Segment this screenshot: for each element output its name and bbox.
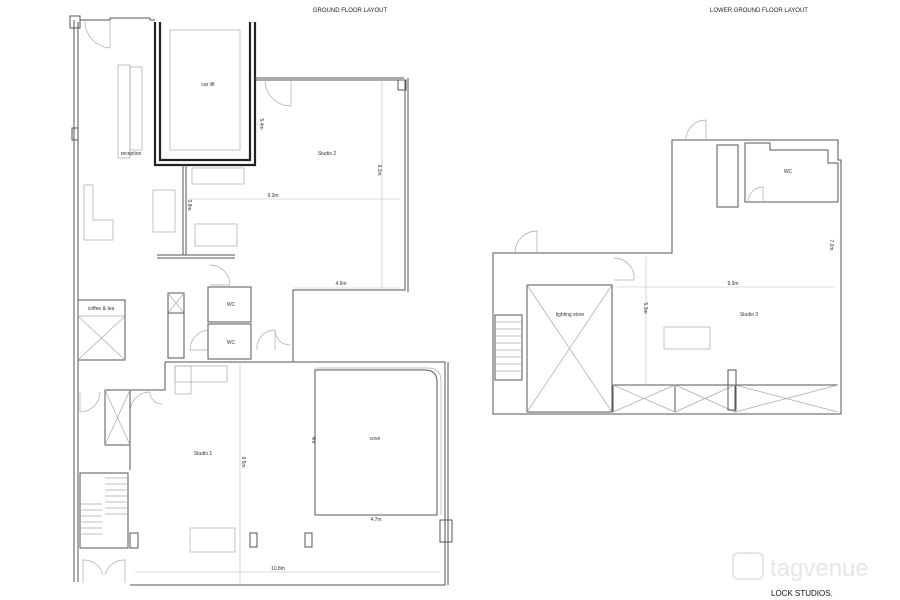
tagvenue-logo-icon <box>732 552 764 580</box>
lower-bays <box>612 384 838 412</box>
lounge-partition <box>157 165 235 259</box>
dim-cove-height: 4m <box>310 437 316 444</box>
coffee-tea-label: coffee & tea <box>88 306 115 312</box>
outer-wall-left <box>73 20 79 582</box>
door <box>613 257 635 281</box>
car-lift-shaft <box>153 22 257 167</box>
double-door <box>82 559 126 583</box>
wc-label: WC <box>227 302 236 308</box>
dim-studio1-width: 10.8m <box>271 566 285 572</box>
sofa <box>174 365 228 383</box>
reception-counter <box>129 66 143 151</box>
studio2-door <box>264 79 292 107</box>
cove-label: cove <box>370 436 381 442</box>
top-wall <box>80 17 155 21</box>
column <box>129 532 139 549</box>
wc-door <box>747 186 764 203</box>
lift-shaft <box>104 389 131 446</box>
reception-label: reception <box>121 151 142 157</box>
door <box>514 119 707 254</box>
lift-shaft-cross <box>104 389 131 446</box>
studio1-walls <box>129 361 449 586</box>
lower-ground-floor-plan: WC lighting store 9.3m 5.3m 7.2m Studio … <box>492 119 842 415</box>
reception-desk <box>117 64 131 159</box>
lighting-store-cross <box>526 284 613 413</box>
lower-wc-room <box>744 142 839 203</box>
column <box>69 15 81 29</box>
wc-room <box>207 323 252 360</box>
tagvenue-watermark: tagvenue <box>770 555 869 582</box>
dim-cove-width: 4.7m <box>370 517 381 523</box>
column <box>304 532 313 548</box>
storage-column <box>167 312 185 359</box>
dim-studio2-height: 9.1m <box>376 164 382 175</box>
dining-table <box>152 189 176 233</box>
dim-studio2-bottom: 4.6m <box>335 281 346 287</box>
sofa <box>191 167 245 185</box>
car-lift-platform <box>169 29 241 151</box>
dim-lift: 5.4m <box>258 118 264 129</box>
lighting-store <box>526 284 613 413</box>
column <box>71 127 79 141</box>
wc-door <box>189 329 209 351</box>
dining-table <box>194 223 238 247</box>
dim-studio1-height: 9.5m <box>240 456 246 467</box>
lower-ground-floor-title: LOWER GROUND FLOOR LAYOUT <box>710 8 808 14</box>
studio2-label: Studio 2 <box>318 151 337 157</box>
dim-lower-depth: 5.3m <box>642 302 648 313</box>
staircase <box>79 472 129 549</box>
column <box>397 79 407 91</box>
storage-cross <box>167 292 185 314</box>
dining-table <box>663 326 711 350</box>
lower-outer-walls <box>492 139 842 415</box>
column <box>439 519 453 543</box>
ground-floor-plan: car lift reception Studio 2 9.3m 9.1m 5.… <box>69 15 453 586</box>
venue-name: LOCK STUDIOS. <box>771 589 833 598</box>
car-lift-label: car lift <box>201 82 215 88</box>
wc-label: WC <box>227 340 236 346</box>
cove-inner <box>315 367 442 515</box>
lower-wc-label: WC <box>784 169 793 175</box>
studio-door <box>256 329 291 351</box>
cove <box>314 369 438 516</box>
coffee-tea-cross <box>77 315 126 361</box>
staircase <box>494 314 523 381</box>
store-room <box>716 144 739 208</box>
bay-cross <box>612 384 839 413</box>
dining-table <box>189 527 236 553</box>
lighting-store-label: lighting store <box>556 312 585 318</box>
coffee-tea-area <box>77 299 126 361</box>
dim-lower-right: 7.2m <box>828 239 834 250</box>
studio3-label: Studio 3 <box>740 312 759 318</box>
ground-floor-title: GROUND FLOOR LAYOUT <box>313 8 388 14</box>
column <box>249 532 258 548</box>
column <box>727 369 737 411</box>
studio2-walls <box>255 77 409 362</box>
studio1-label: Studio 1 <box>194 451 213 457</box>
dim-lower-width: 9.3m <box>727 281 738 287</box>
wc-room <box>207 286 252 323</box>
corner-sofa <box>83 184 114 241</box>
armchair <box>174 365 192 395</box>
wc-door <box>209 264 231 286</box>
dim-studio2-width: 9.3m <box>267 193 278 199</box>
dim-lounge: 3.8m <box>186 199 192 210</box>
entrance-door <box>84 19 111 49</box>
